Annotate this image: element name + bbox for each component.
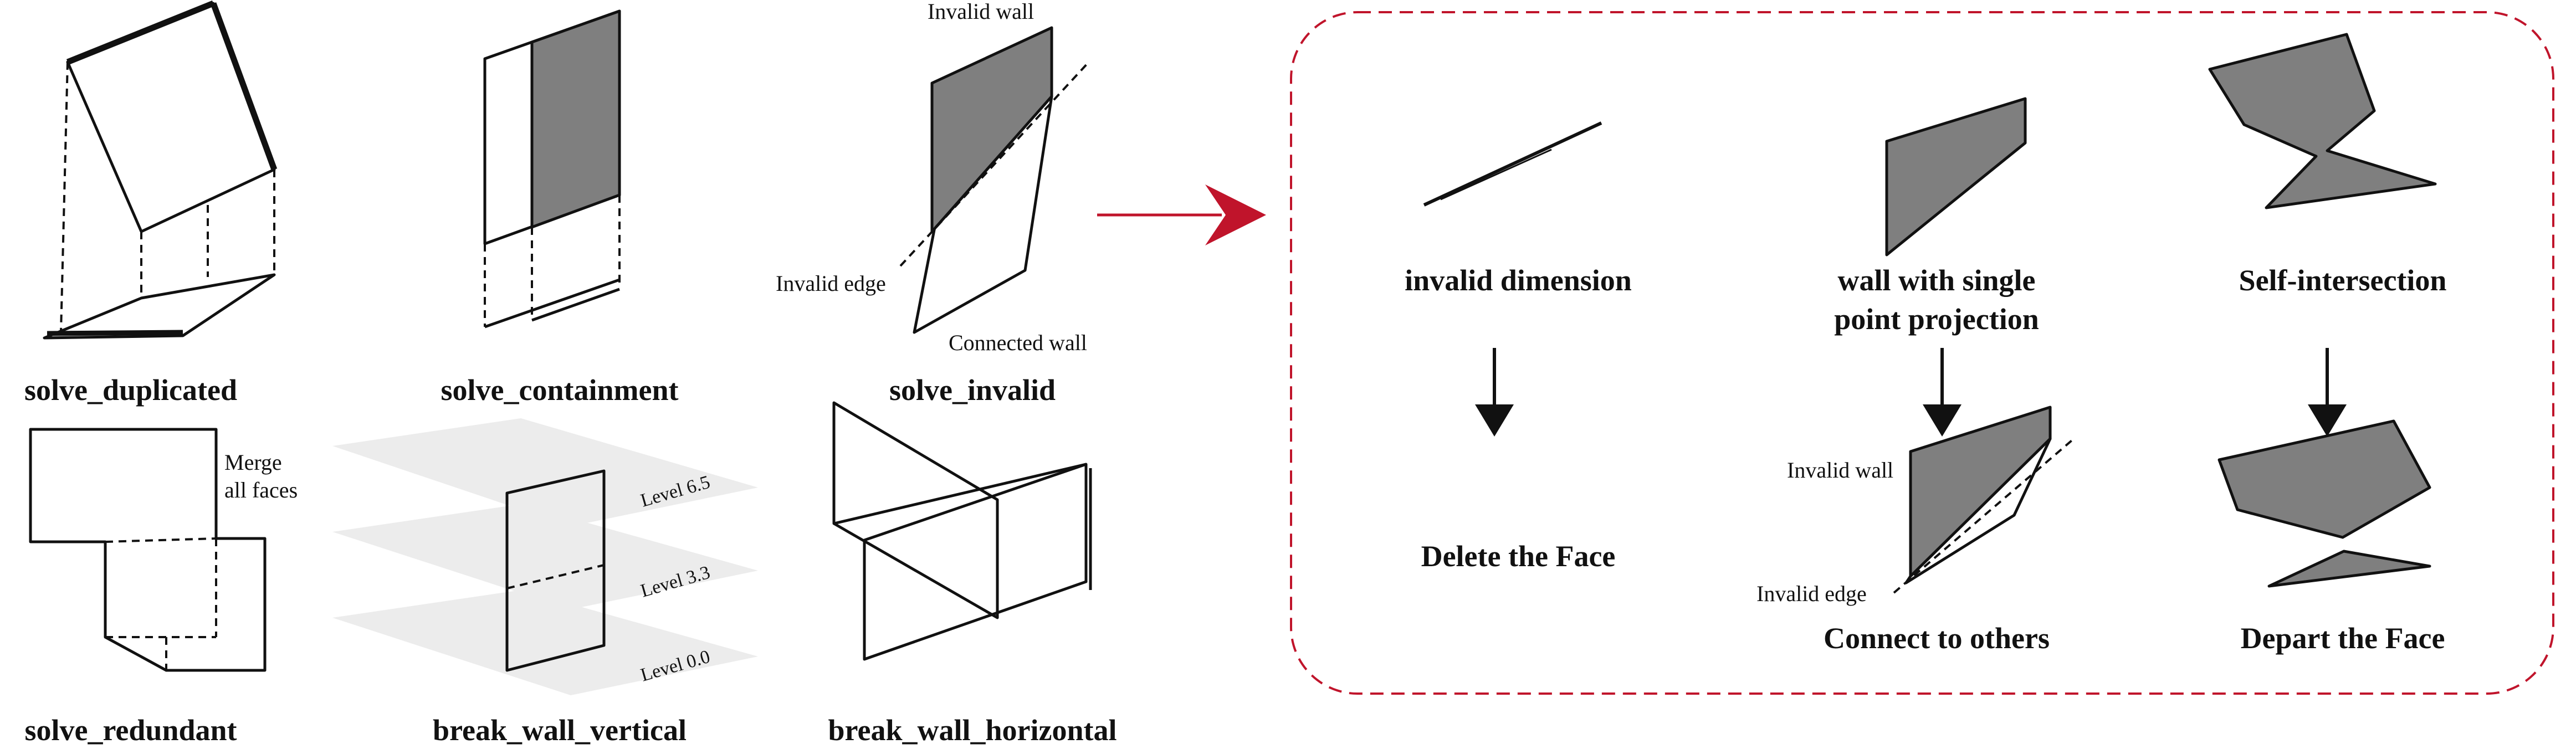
caption-break-wall-horizontal: break_wall_horizontal	[828, 714, 1117, 747]
col2-single-point-wall-illustration	[1885, 97, 2027, 256]
level-plane-top	[332, 418, 758, 526]
vertical-wall	[505, 469, 606, 672]
caption-solve-duplicated: solve_duplicated	[24, 373, 237, 407]
caption-solve-redundant: solve_redundant	[24, 714, 237, 747]
break-wall-vertical-illustration	[332, 418, 758, 695]
transition-arrow	[1097, 184, 1266, 245]
single-point-wall	[1885, 97, 2027, 256]
col1-title: invalid dimension	[1405, 264, 1632, 297]
col3-self-intersection-illustration	[2208, 33, 2437, 209]
col2-label-invalid-edge: Invalid edge	[1756, 581, 1867, 606]
level-plane-middle	[332, 504, 758, 609]
wall-face-rotated	[66, 2, 276, 233]
label-connected-wall: Connected wall	[949, 330, 1087, 355]
col1-result: Delete the Face	[1421, 540, 1616, 573]
wall-b	[863, 463, 1088, 661]
departed-face-upper	[2217, 419, 2431, 539]
col2-title-line2: point projection	[1834, 302, 2039, 336]
col3-down-arrow	[2308, 348, 2347, 437]
col2-label-invalid-wall: Invalid wall	[1787, 458, 1893, 483]
col3-title: Self-intersection	[2239, 264, 2447, 297]
col2-down-arrow	[1923, 348, 1962, 437]
solve-duplicated-illustration	[43, 0, 278, 340]
caption-solve-invalid: solve_invalid	[889, 373, 1056, 407]
departed-face-lower	[2267, 550, 2431, 588]
col3-departed-illustration	[2217, 419, 2431, 588]
col2-title-line1: wall with single	[1837, 264, 2035, 297]
label-invalid-edge: Invalid edge	[776, 271, 886, 296]
col2-connect-illustration	[1893, 406, 2076, 594]
invalid-wall-small	[1909, 406, 2052, 578]
label-merge-line2: all faces	[224, 478, 298, 502]
label-merge-line1: Merge	[224, 450, 282, 475]
caption-solve-containment: solve_containment	[441, 373, 679, 407]
invalid-wall	[930, 26, 1053, 233]
self-intersecting-face	[2208, 33, 2437, 209]
floor-projection	[43, 273, 276, 340]
label-invalid-wall: Invalid wall	[928, 0, 1034, 24]
level-plane-bottom	[332, 590, 758, 695]
solve-redundant-illustration	[29, 428, 267, 672]
contained-wall	[530, 9, 621, 229]
repair-panel-border	[1290, 11, 2554, 695]
col1-invalid-dimension-illustration	[1423, 121, 1602, 207]
solve-containment-illustration	[483, 9, 621, 329]
merged-outline	[29, 428, 267, 672]
col3-result: Depart the Face	[2241, 622, 2445, 655]
col1-down-arrow	[1475, 348, 1514, 437]
col2-result: Connect to others	[1824, 622, 2050, 655]
caption-break-wall-vertical: break_wall_vertical	[433, 714, 687, 747]
break-wall-horizontal-illustration	[832, 401, 1092, 661]
wall-a	[832, 401, 999, 619]
solve-invalid-illustration	[899, 26, 1090, 334]
